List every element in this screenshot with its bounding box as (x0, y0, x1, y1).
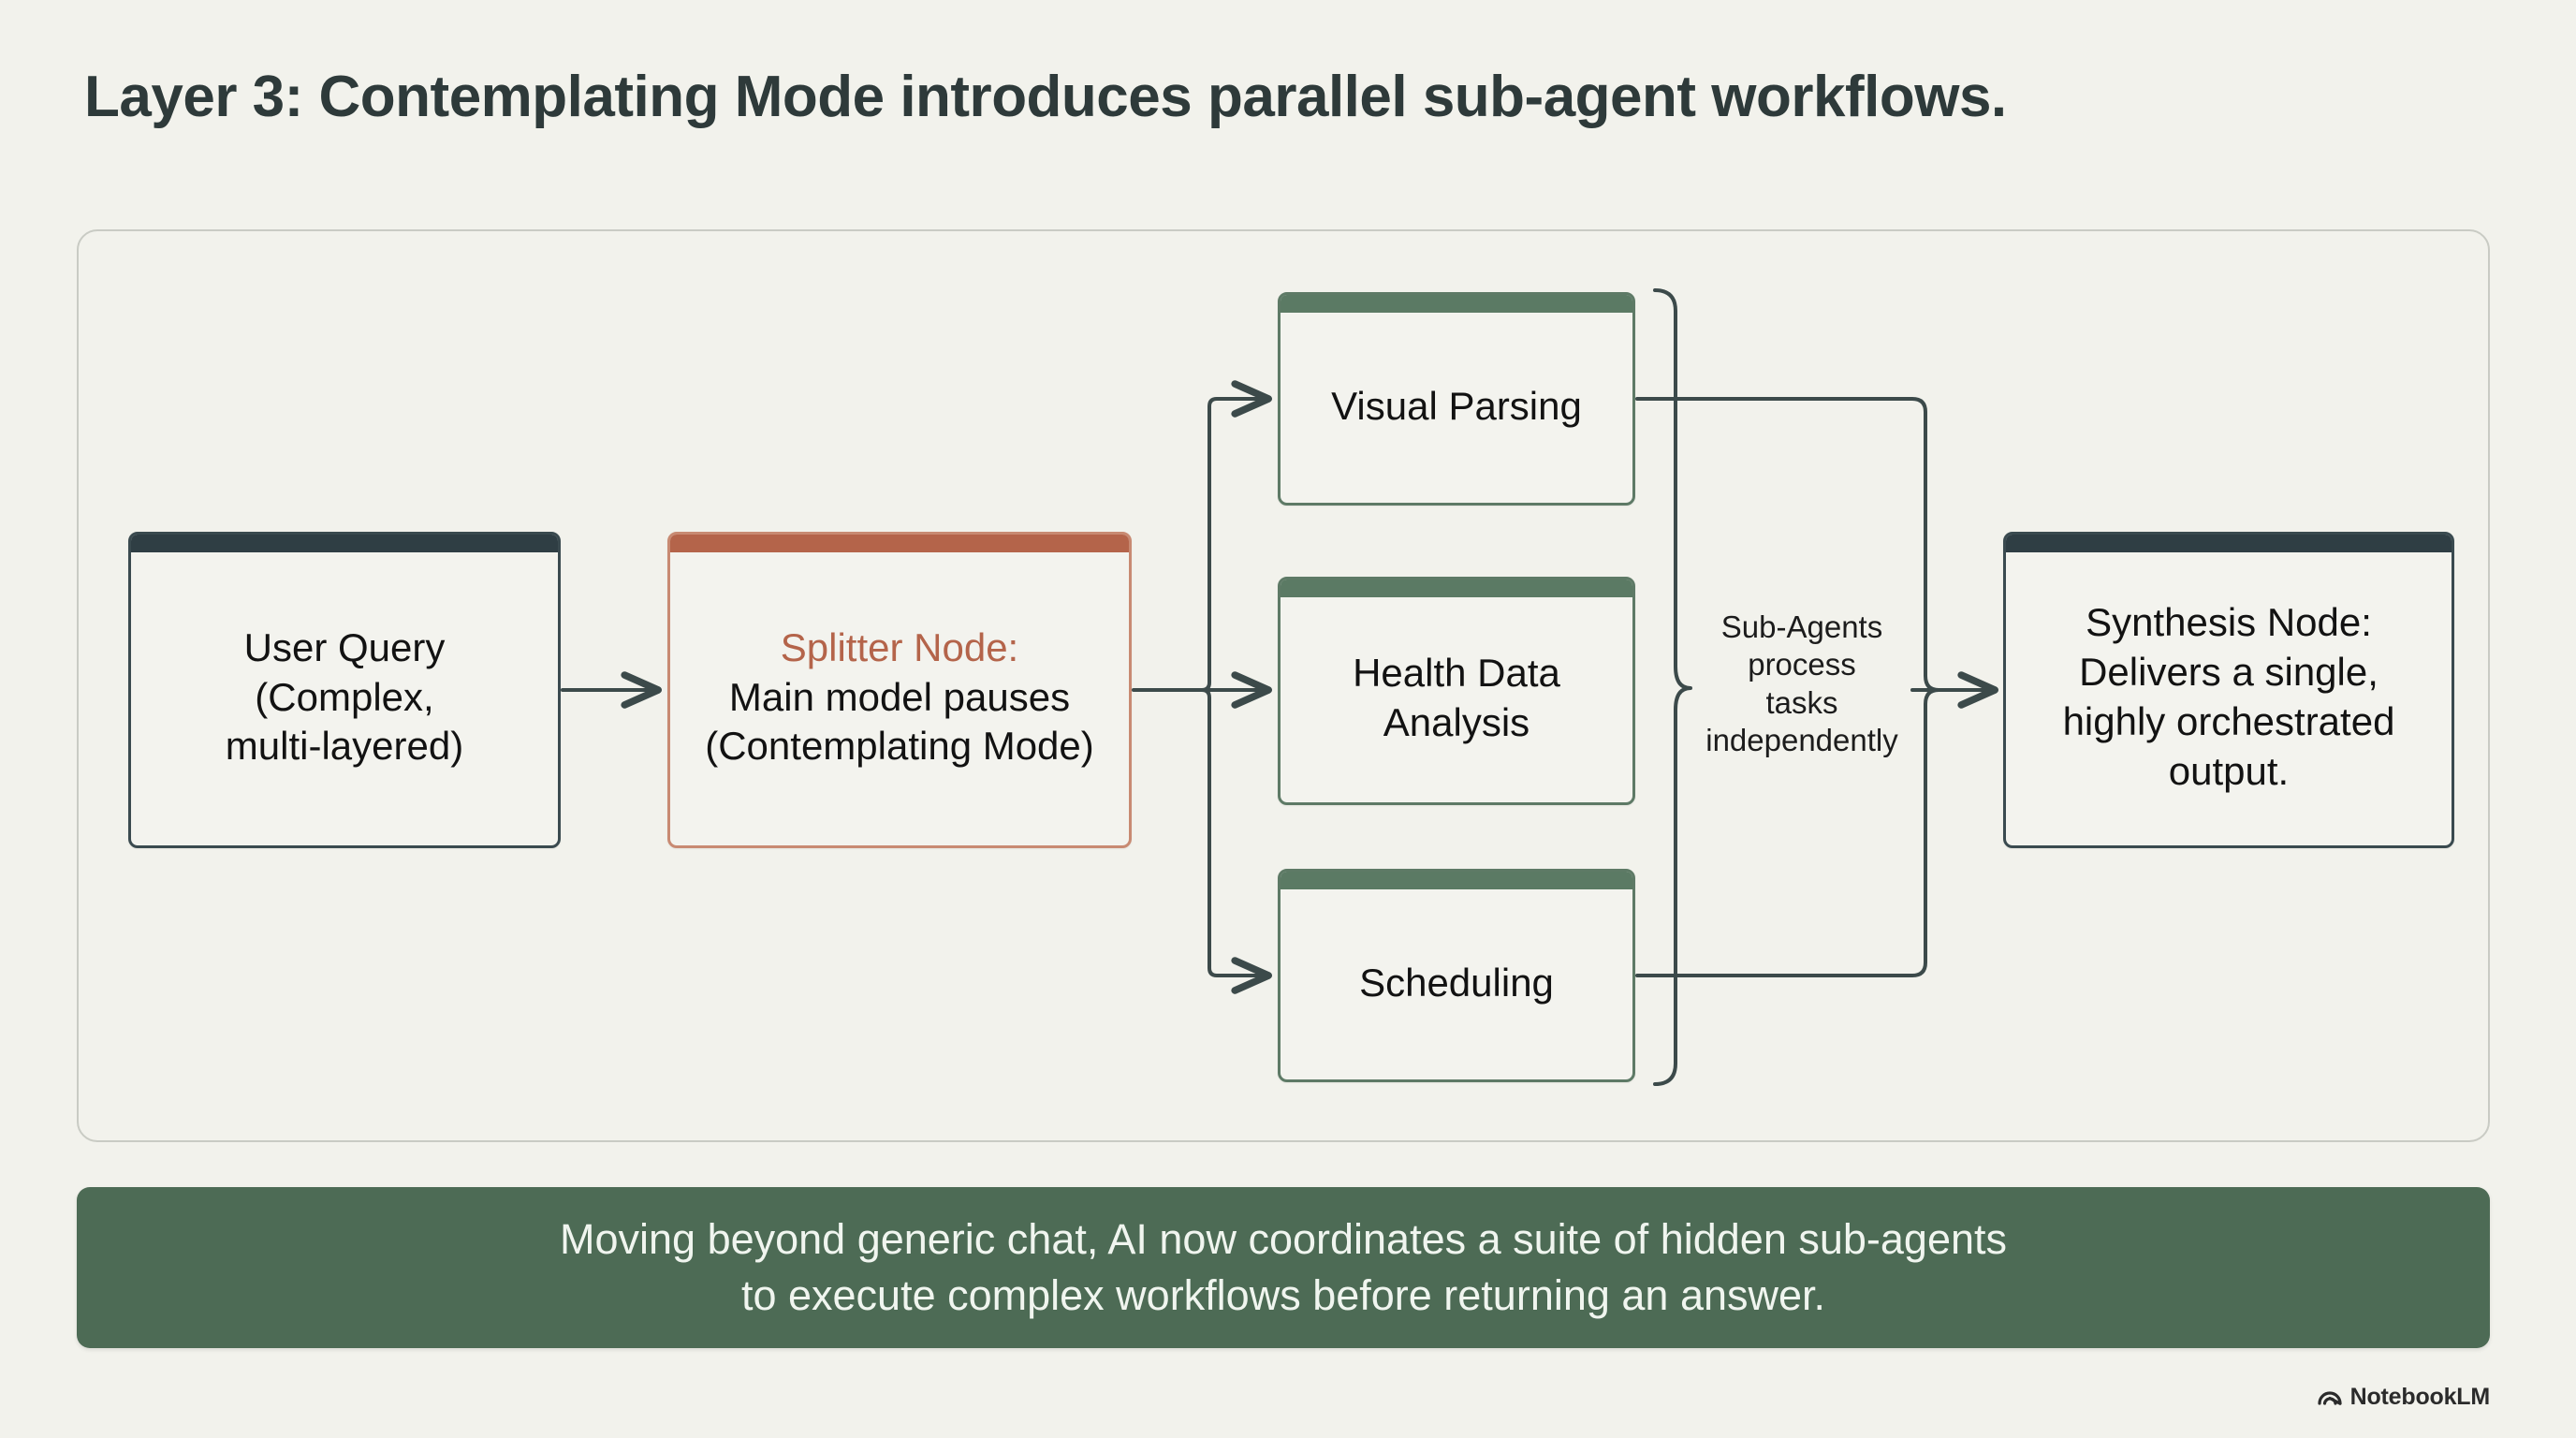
notebooklm-logo-icon (2318, 1384, 2342, 1411)
notebooklm-label: NotebookLM (2349, 1384, 2491, 1410)
notebooklm-watermark: NotebookLM (2318, 1384, 2490, 1411)
annotation-line1: Sub-Agents (1720, 609, 1883, 644)
annotation-line3: tasks (1765, 684, 1838, 720)
node-visual-parsing[interactable]: Visual Parsing (1278, 292, 1635, 506)
summary-banner-text: Moving beyond generic chat, AI now coord… (504, 1211, 2063, 1324)
node-splitter-line2: Main model pauses (728, 674, 1071, 719)
node-health-line2: Analysis (1383, 700, 1530, 744)
summary-line1: Moving beyond generic chat, AI now coord… (560, 1215, 2007, 1264)
node-user-query-line1: User Query (243, 624, 446, 669)
node-accent-bar (670, 535, 1129, 552)
node-accent-bar (1281, 872, 1632, 889)
node-user-query[interactable]: User Query (Complex, multi-layered) (128, 532, 561, 848)
node-splitter-line3: (Contemplating Mode) (705, 724, 1094, 769)
node-synthesis-text: Synthesis Node: Delivers a single, highl… (2050, 578, 2408, 802)
node-splitter[interactable]: Splitter Node: Main model pauses (Contem… (667, 532, 1132, 848)
node-splitter-lead: Splitter Node: (780, 624, 1019, 669)
sub-agents-annotation: Sub-Agents process tasks independently (1690, 609, 1914, 759)
diagram-frame (77, 229, 2490, 1142)
node-accent-bar (1281, 295, 1632, 313)
node-health-data-text: Health Data Analysis (1339, 628, 1573, 754)
node-synthesis-line3: highly orchestrated (2062, 699, 2395, 743)
node-user-query-line2: (Complex, (255, 674, 434, 719)
node-accent-bar (1281, 580, 1632, 597)
node-user-query-line3: multi-layered) (225, 724, 464, 769)
node-health-data-analysis[interactable]: Health Data Analysis (1278, 577, 1635, 805)
node-visual-parsing-label: Visual Parsing (1331, 383, 1582, 428)
node-accent-bar (131, 535, 558, 552)
annotation-line2: process (1748, 647, 1856, 682)
annotation-line4: independently (1705, 722, 1898, 757)
summary-banner: Moving beyond generic chat, AI now coord… (77, 1187, 2490, 1348)
node-scheduling[interactable]: Scheduling (1278, 869, 1635, 1082)
node-accent-bar (2006, 535, 2452, 552)
node-synthesis-line1: Synthesis Node: (2086, 600, 2372, 645)
node-synthesis-line2: Delivers a single, (2079, 650, 2378, 695)
node-health-line1: Health Data (1353, 651, 1560, 696)
node-scheduling-label: Scheduling (1359, 960, 1554, 1005)
node-user-query-text: User Query (Complex, multi-layered) (212, 603, 476, 778)
node-synthesis-line4: output. (2168, 748, 2290, 793)
node-synthesis[interactable]: Synthesis Node: Delivers a single, highl… (2003, 532, 2454, 848)
page-title: Layer 3: Contemplating Mode introduces p… (84, 65, 2007, 129)
summary-line2: to execute complex workflows before retu… (740, 1271, 1826, 1319)
node-splitter-text: Splitter Node: Main model pauses (Contem… (692, 603, 1107, 778)
